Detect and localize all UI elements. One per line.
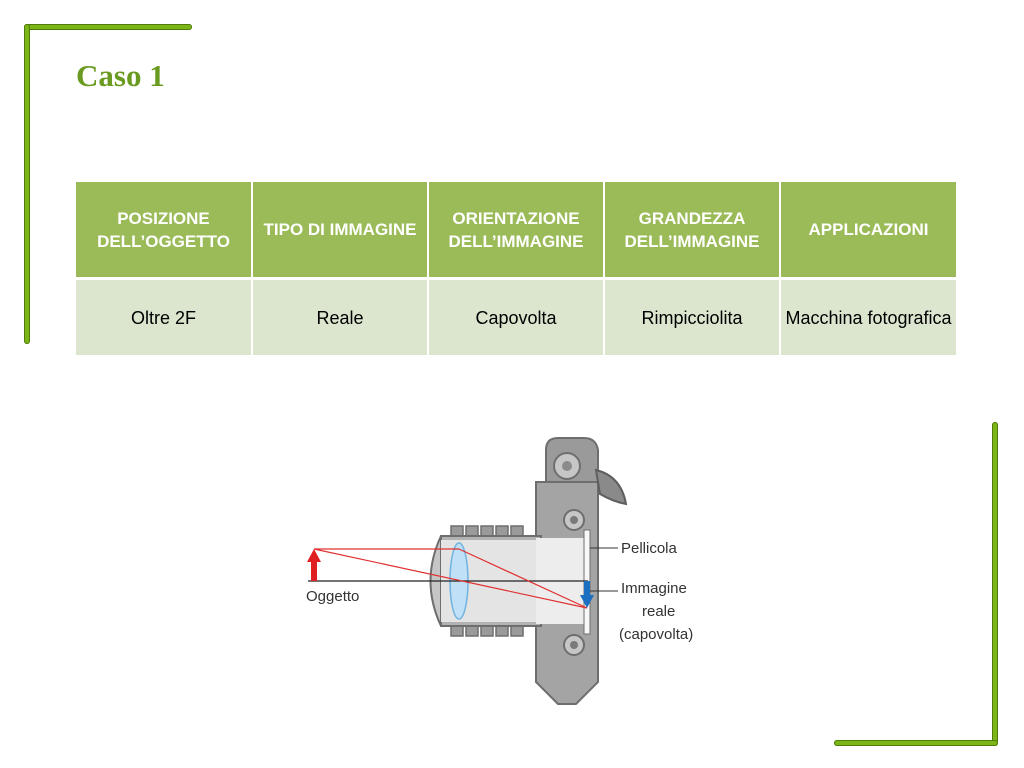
- light-rays: [313, 548, 588, 609]
- frame-top-left-vertical: [24, 24, 30, 344]
- camera-screw-icon: [563, 509, 585, 531]
- camera-diagram: Oggetto Pellicola Immagine reale (capovo…: [306, 437, 693, 705]
- camera-screw-icon: [563, 634, 585, 656]
- cell-applicazioni: Macchina fotografica: [780, 278, 956, 355]
- camera-knob-icon: [553, 452, 581, 480]
- label-pellicola: Pellicola: [621, 540, 678, 557]
- slide-title: Caso 1: [76, 58, 165, 93]
- header-tipo: TIPO DI IMMAGINE: [252, 182, 429, 280]
- table-header-row: POSIZIONE DELL’OGGETTO TIPO DI IMMAGINE …: [76, 182, 956, 280]
- frame-bottom-right-horizontal: [834, 740, 998, 746]
- object-arrow-icon: [307, 549, 321, 581]
- label-capovolta: (capovolta): [619, 626, 693, 643]
- cell-tipo: Reale: [252, 278, 429, 355]
- label-reale: reale: [642, 603, 675, 620]
- cell-orientazione: Capovolta: [428, 278, 605, 355]
- header-grandezza: GRANDEZZA DELL’IMMAGINE: [604, 182, 781, 280]
- header-posizione: POSIZIONE DELL’OGGETTO: [76, 182, 253, 280]
- frame-bottom-right-vertical: [992, 422, 998, 746]
- shutter-lever-icon: [594, 468, 628, 506]
- label-immagine: Immagine: [621, 580, 687, 597]
- cell-posizione: Oltre 2F: [76, 278, 253, 355]
- header-orientazione: ORIENTAZIONE DELL’IMMAGINE: [428, 182, 605, 280]
- image-arrow-icon: [580, 581, 594, 608]
- cell-grandezza: Rimpicciolita: [604, 278, 781, 355]
- label-oggetto: Oggetto: [306, 588, 359, 605]
- frame-top-left-horizontal: [24, 24, 192, 30]
- header-applicazioni: APPLICAZIONI: [780, 182, 956, 280]
- lens-case-table: POSIZIONE DELL’OGGETTO TIPO DI IMMAGINE …: [76, 182, 956, 355]
- table-row: Oltre 2F Reale Capovolta Rimpicciolita M…: [76, 278, 956, 355]
